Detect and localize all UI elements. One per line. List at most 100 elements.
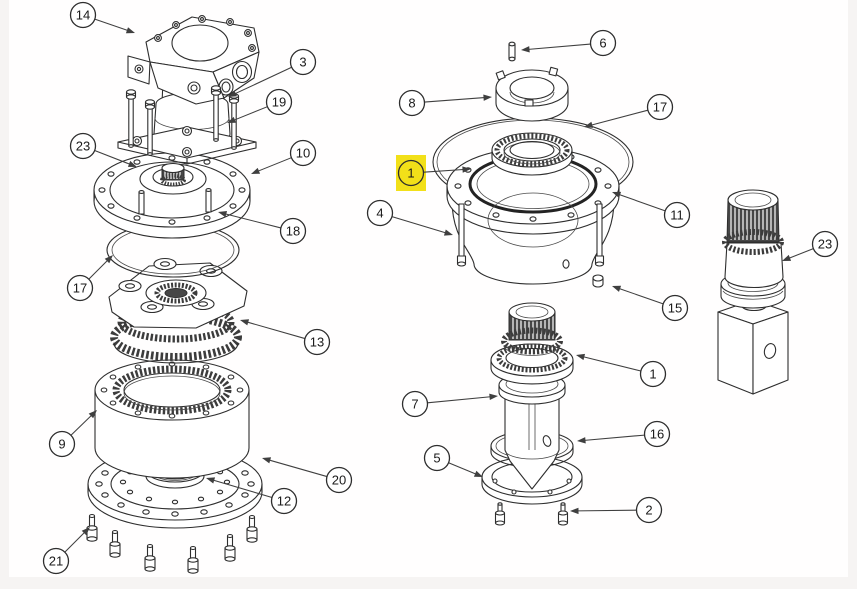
callout-leader [234,66,292,95]
callout-11: 11 [612,191,691,229]
plug [592,274,604,288]
callout-23: 23 [69,132,137,167]
callout-23: 23 [782,230,839,261]
callout-leader [423,168,464,173]
callout-arrowhead [218,210,228,218]
callout-15: 15 [612,285,689,322]
planetary-carrier [108,257,248,364]
callout-leader [94,150,131,165]
callout-number: 17 [73,281,87,296]
callout-2: 2 [570,496,663,524]
callout-balloon [646,93,674,121]
callout-leader [427,396,491,404]
bolt [494,502,506,526]
callout-balloon [811,230,839,258]
callout-balloon [635,496,663,524]
callout-balloon [303,328,331,356]
callout-balloon [661,294,689,322]
callout-leader [391,216,446,234]
bearing [491,132,573,176]
callout-arrowhead [127,160,137,167]
callout-number: 5 [433,451,440,466]
callout-number: 23 [76,139,90,154]
callout-14: 14 [69,1,135,34]
callout-arrowhead [612,285,622,292]
callout-number: 9 [58,437,65,452]
bolt [109,529,121,558]
callout-arrowhead [240,319,250,326]
callout-arrowhead [473,470,483,477]
callout-arrowhead [228,90,238,97]
shaft-bolts [494,502,569,526]
callout-arrowhead [489,393,498,401]
callout-leader [94,18,129,32]
callout-9: 9 [48,410,97,458]
motor-top-bolts [154,15,256,52]
callout-leader [424,97,485,103]
shaft-assembly [481,302,583,526]
callout-7: 7 [401,390,498,418]
callout-balloon [265,88,293,116]
callout-leader [577,509,637,512]
callout-leader [269,459,328,478]
callout-arrowhead [206,477,216,484]
callout-leader [213,479,273,498]
callout-leader [88,259,109,280]
callout-number: 17 [653,100,667,115]
callout-leader [225,213,282,229]
callout-leader [64,531,86,553]
callout-arrowhead [262,457,272,464]
callout-arrowhead [576,353,586,361]
callout-leader [233,106,268,121]
coupling-block [717,299,789,395]
callout-arrowhead [462,166,471,173]
left-assembly [86,15,263,574]
callout-8: 8 [398,89,492,117]
callout-number: 7 [411,397,418,412]
left-page-edge [0,0,9,589]
bolt [224,533,236,562]
bottom-page-edge [0,577,857,589]
shaft-body [504,393,560,490]
collar [495,66,569,122]
callout-balloon [270,487,298,515]
middle-assembly [432,41,634,526]
pin [508,41,516,62]
callout-leader [247,321,306,340]
callout-arrowhead [81,527,90,536]
bolt [125,89,137,148]
splined-hub [160,162,186,187]
callout-arrowhead [88,410,97,419]
callout-arrowhead [483,94,492,101]
callout-1: 1 [396,155,471,191]
callout-leader [257,157,292,172]
callout-number: 3 [299,55,306,70]
callout-leader [618,194,666,212]
callout-number: 11 [670,208,684,223]
callout-12: 12 [206,477,298,515]
right-assembly [717,189,789,395]
callout-arrowhead [251,167,261,174]
callout-balloon [325,466,353,494]
callout-balloon [69,132,97,160]
callout-arrowhead [612,191,622,198]
callout-balloon [69,1,97,29]
callout-balloon [66,274,94,302]
callout-arrowhead [570,507,579,515]
callout-number: 23 [818,237,832,252]
callout-arrowhead [584,121,594,128]
bolt [210,85,222,142]
shaft-cylinder [724,242,784,289]
callout-arrowhead [227,116,237,123]
callout-3: 3 [228,48,317,97]
callout-number: 18 [286,224,300,239]
callout-balloon [289,48,317,76]
callout-leader [583,356,641,372]
callout-number: 13 [310,335,324,350]
callout-number: 19 [272,95,286,110]
callout-13: 13 [240,319,331,356]
swing-motor [127,15,260,105]
bearing-flange [490,343,574,385]
upper-flange [93,152,251,239]
